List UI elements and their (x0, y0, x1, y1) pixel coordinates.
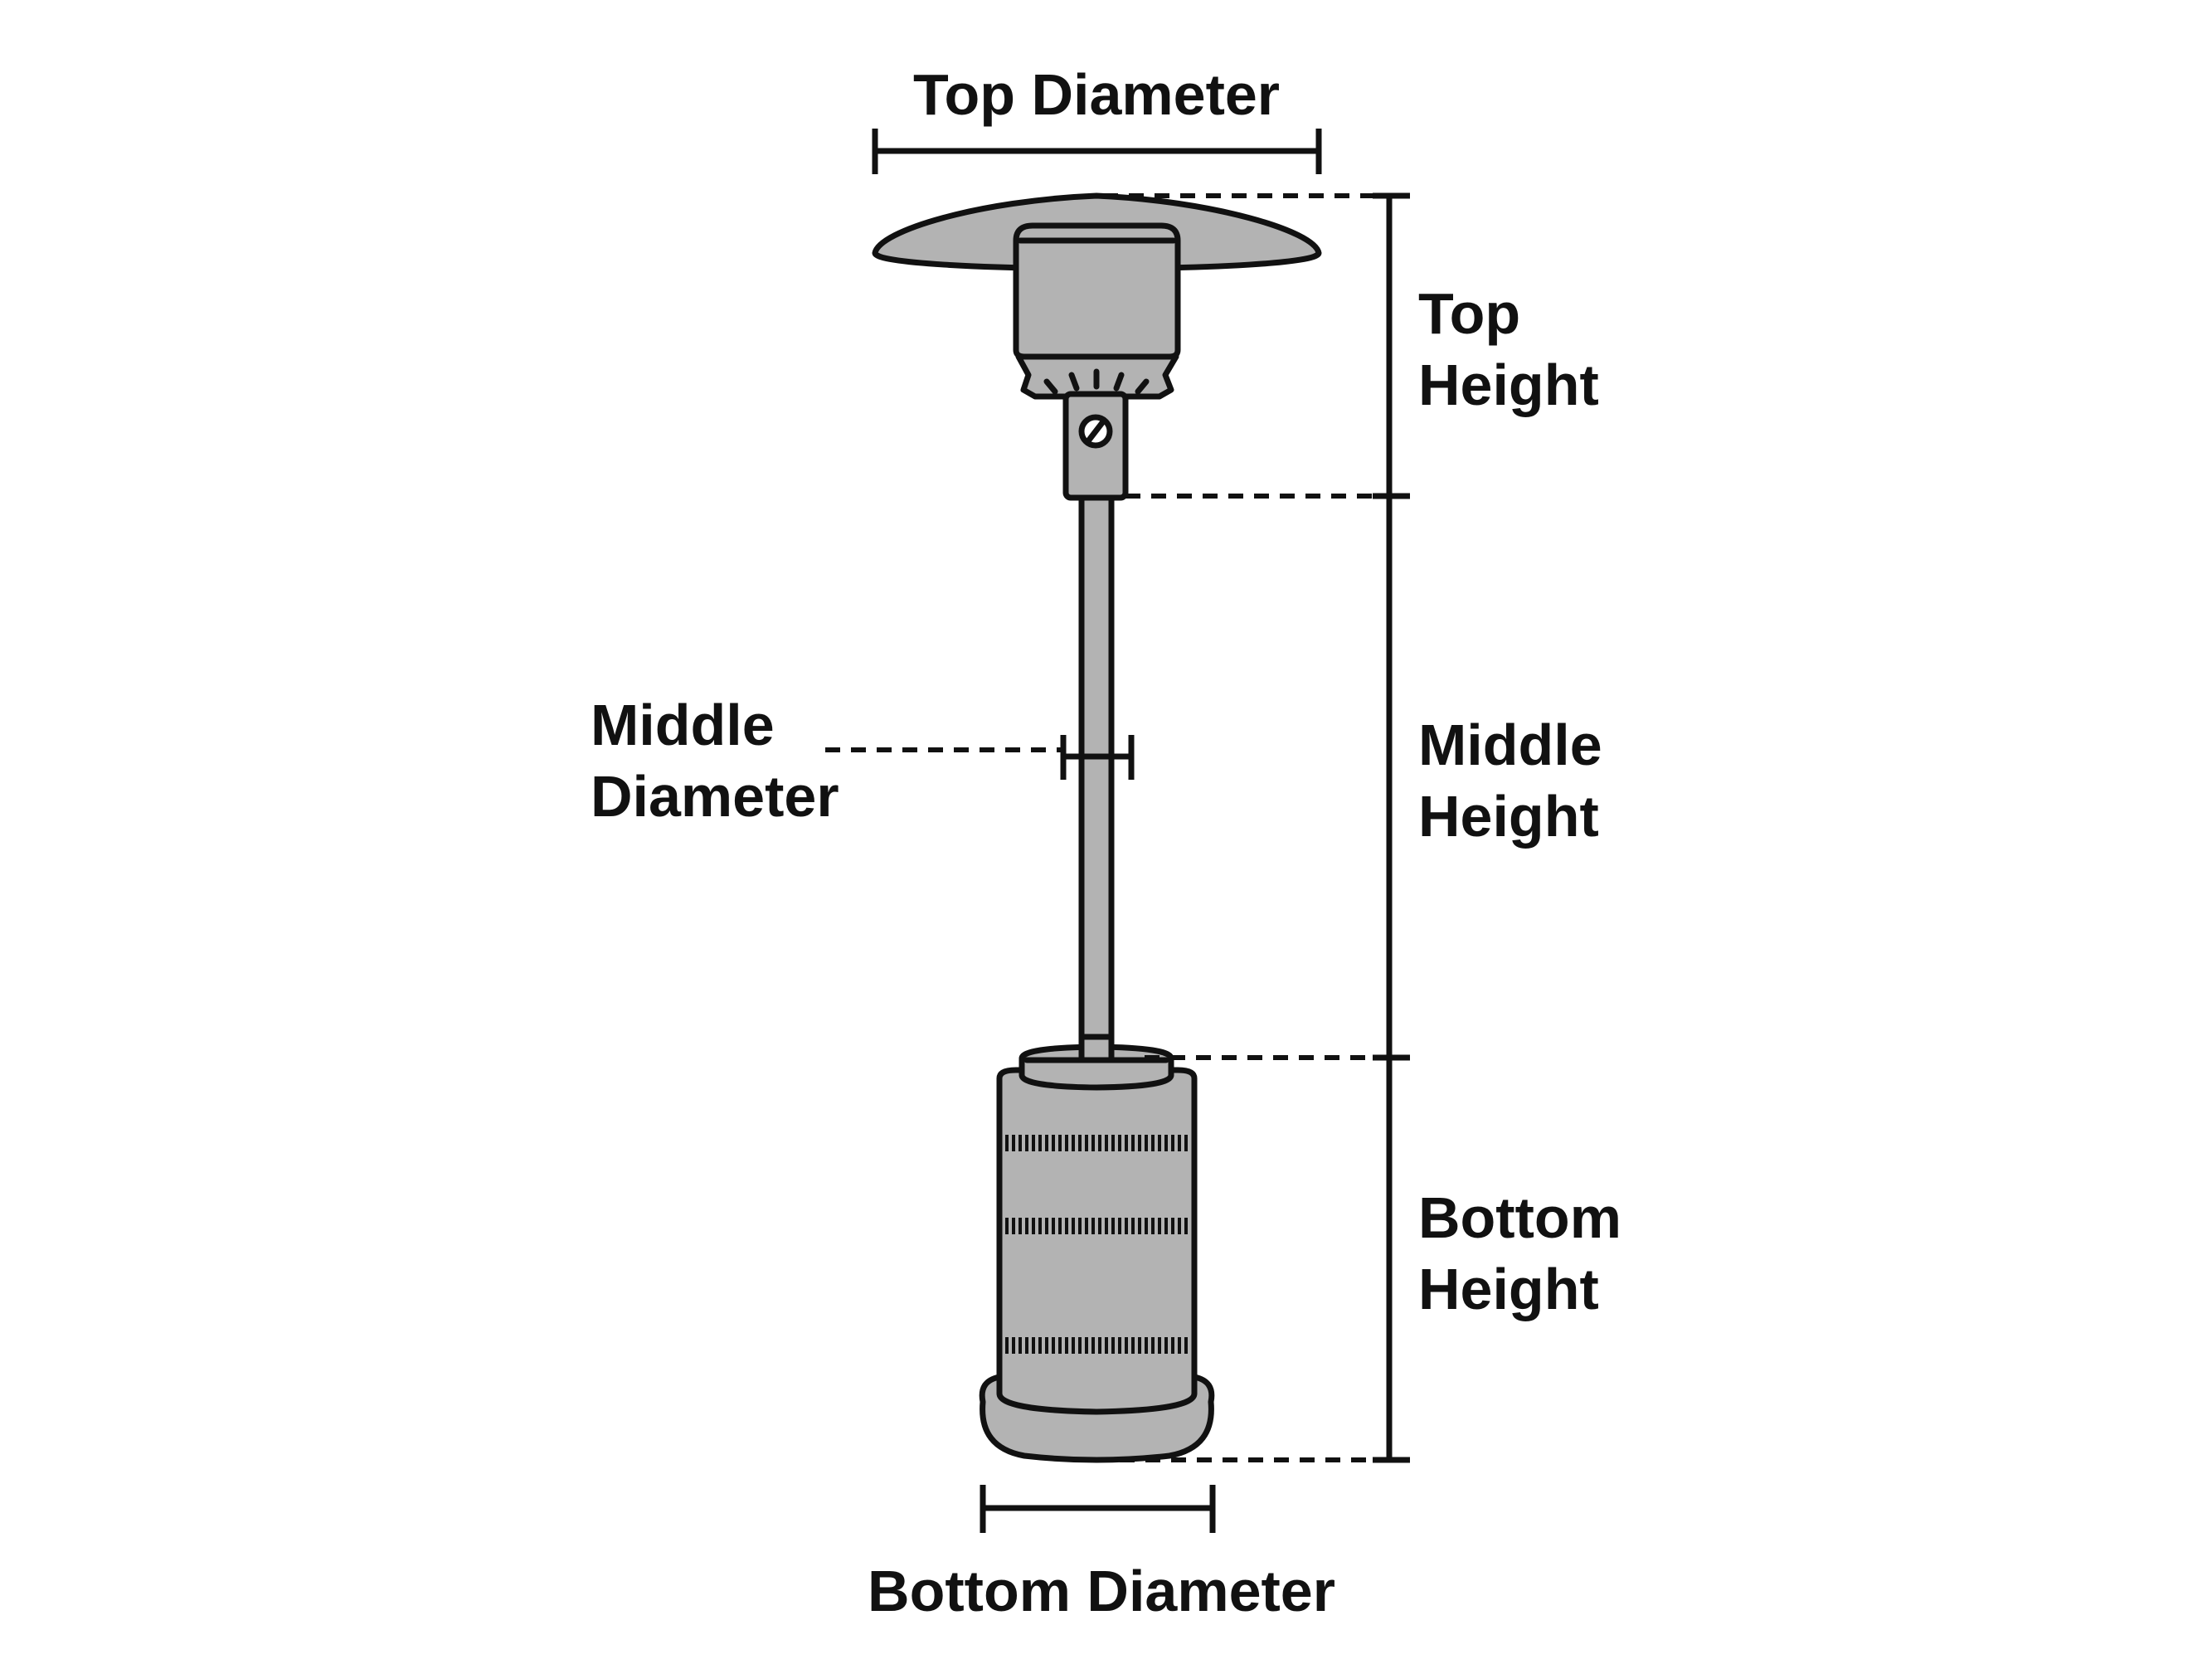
bottom-diameter-label: Bottom Diameter (868, 1559, 1335, 1623)
bottom-diameter-dimension: Bottom Diameter (868, 1485, 1335, 1623)
top-height-label: Top Height (1418, 281, 1599, 417)
bottom-height-label-line2: Height (1418, 1257, 1599, 1321)
top-diameter-dimension: Top Diameter (872, 62, 1322, 174)
bottom-height-label: Bottom Height (1418, 1185, 1621, 1321)
control-valve-housing (1062, 391, 1129, 501)
flame-vents (1043, 368, 1150, 395)
top-height-label-line2: Height (1418, 353, 1599, 417)
middle-diameter-label-line2: Diameter (591, 764, 839, 829)
housing-vent-slots (1005, 1135, 1188, 1354)
top-height-label-line1: Top (1418, 281, 1520, 346)
middle-height-label-line1: Middle (1418, 713, 1602, 777)
top-diameter-label: Top Diameter (913, 62, 1280, 127)
extension-lines (1103, 193, 1389, 1462)
middle-diameter-dimension: Middle Diameter (591, 693, 1135, 829)
bottom-height-label-line1: Bottom (1418, 1185, 1621, 1250)
heater-base (979, 1034, 1215, 1463)
middle-height-label: Middle Height (1418, 713, 1602, 849)
height-dimension-line (1373, 192, 1410, 1463)
middle-height-label-line2: Height (1418, 784, 1599, 849)
control-knob-icon (1078, 414, 1113, 449)
middle-diameter-label-line1: Middle (591, 693, 775, 757)
burner-head (1013, 222, 1181, 400)
heater-pole (1078, 494, 1115, 1062)
